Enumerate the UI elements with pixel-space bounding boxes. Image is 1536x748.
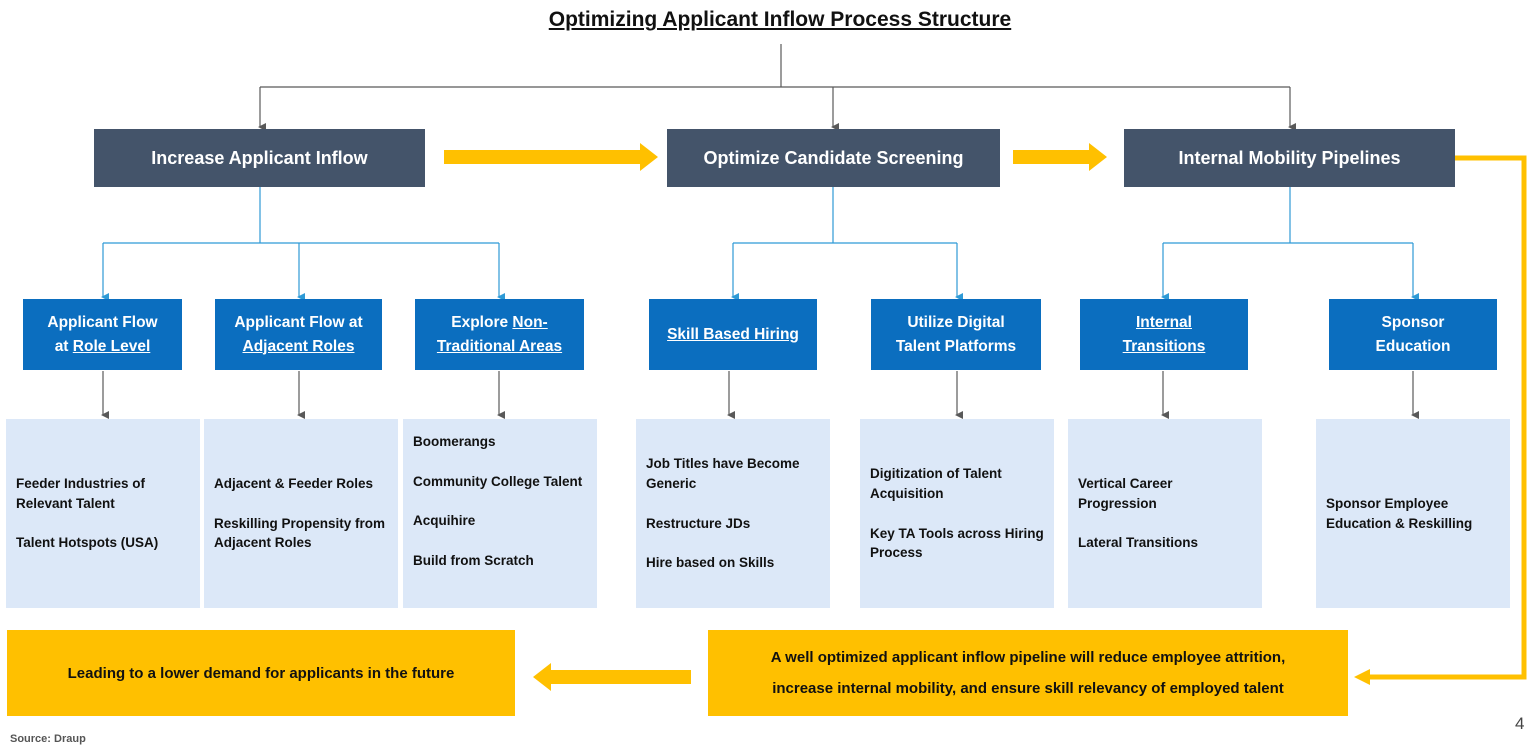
detail-item: Build from Scratch [413, 552, 534, 568]
detail-item: Community College Talent [413, 473, 583, 489]
detail-item: Digitization of Talent Acquisition [870, 466, 1002, 501]
result-arrow [533, 663, 691, 691]
detail-item: Job Titles have Become Generic [646, 456, 800, 491]
sub-explore-non-traditional-areas: Explore Non- Traditional Areas [415, 299, 584, 370]
sub-applicant-flow-role-level: Applicant Flow at Role Level [23, 299, 182, 370]
sub-link[interactable]: Adjacent Roles [242, 337, 355, 355]
detail-internal-transitions: Vertical Career Progression Lateral Tran… [1068, 419, 1262, 608]
detail-item: Restructure JDs [646, 515, 751, 531]
detail-item: Boomerangs [413, 434, 496, 449]
sub-link[interactable]: Internal [1136, 314, 1192, 332]
detail-digital-talent-platforms: Digitization of Talent Acquisition Key T… [860, 419, 1054, 608]
branch-connectors [101, 187, 1419, 301]
sub-sponsor-education: Sponsor Education [1329, 299, 1497, 370]
pipeline-line-1: A well optimized applicant inflow pipeli… [770, 648, 1286, 666]
page-number: 4 [1515, 714, 1525, 733]
page-title: Optimizing Applicant Inflow Process Stru… [548, 8, 1012, 31]
sub-label: Applicant Flow at [234, 314, 363, 332]
detail-connectors [101, 371, 1419, 419]
detail-role-level: Feeder Industries of Relevant Talent Tal… [6, 419, 200, 608]
sub-label: Applicant Flow [47, 314, 158, 332]
detail-item: Feeder Industries of Relevant Talent [16, 476, 146, 511]
sub-skill-based-hiring: Skill Based Hiring [649, 299, 817, 370]
detail-item: Hire based on Skills [646, 555, 775, 571]
detail-adjacent-roles: Adjacent & Feeder Roles Reskilling Prope… [204, 419, 398, 608]
detail-item: Talent Hotspots (USA) [16, 535, 159, 551]
heading-optimize-candidate-screening: Optimize Candidate Screening [667, 129, 1000, 187]
sub-label: Sponsor [1381, 314, 1445, 332]
detail-item: Adjacent & Feeder Roles [214, 476, 374, 492]
sub-label: at [54, 337, 73, 355]
sub-utilize-digital-talent-platforms: Utilize Digital Talent Platforms [871, 299, 1041, 370]
sub-label: Talent Platforms [895, 337, 1017, 355]
top-tree-connector [258, 44, 1296, 131]
heading-internal-mobility-pipelines: Internal Mobility Pipelines [1124, 129, 1455, 187]
sub-label: Education [1375, 337, 1451, 355]
detail-item: Key TA Tools across Hiring Process [870, 525, 1044, 561]
detail-item: Lateral Transitions [1078, 535, 1199, 551]
flow-arrow-1 [444, 143, 658, 171]
flow-arrow-2 [1013, 143, 1107, 171]
source-note: Source: Draup [10, 733, 86, 745]
sub-link[interactable]: Traditional Areas [436, 337, 563, 355]
sub-link[interactable]: Role Level [72, 337, 151, 355]
detail-item: Sponsor Employee Education & Reskilling [1326, 495, 1473, 531]
detail-item: Reskilling Propensity from Adjacent Role… [214, 515, 386, 551]
pipeline-line-2: increase internal mobility, and ensure s… [772, 680, 1284, 697]
pipeline-box: A well optimized applicant inflow pipeli… [708, 630, 1348, 716]
result-box: Leading to a lower demand for applicants… [7, 630, 515, 716]
sub-link[interactable]: Non- [512, 314, 548, 332]
sub-link[interactable]: Skill Based Hiring [667, 325, 799, 343]
detail-item: Vertical Career Progression [1078, 476, 1173, 511]
detail-item: Acquihire [413, 513, 476, 529]
sub-applicant-flow-adjacent-roles: Applicant Flow at Adjacent Roles [215, 299, 382, 370]
feedback-arrow [1354, 155, 1527, 685]
sub-internal-transitions: Internal Transitions [1080, 299, 1248, 370]
detail-non-traditional-areas: Boomerangs Community College Talent Acqu… [403, 419, 597, 608]
detail-skill-based-hiring: Job Titles have Become Generic Restructu… [636, 419, 830, 608]
sub-link[interactable]: Transitions [1122, 337, 1206, 355]
detail-sponsor-education: Sponsor Employee Education & Reskilling [1316, 419, 1510, 608]
sub-label: Utilize Digital [907, 314, 1005, 332]
heading-increase-applicant-inflow: Increase Applicant Inflow [94, 129, 425, 187]
sub-label: Explore [451, 314, 513, 332]
